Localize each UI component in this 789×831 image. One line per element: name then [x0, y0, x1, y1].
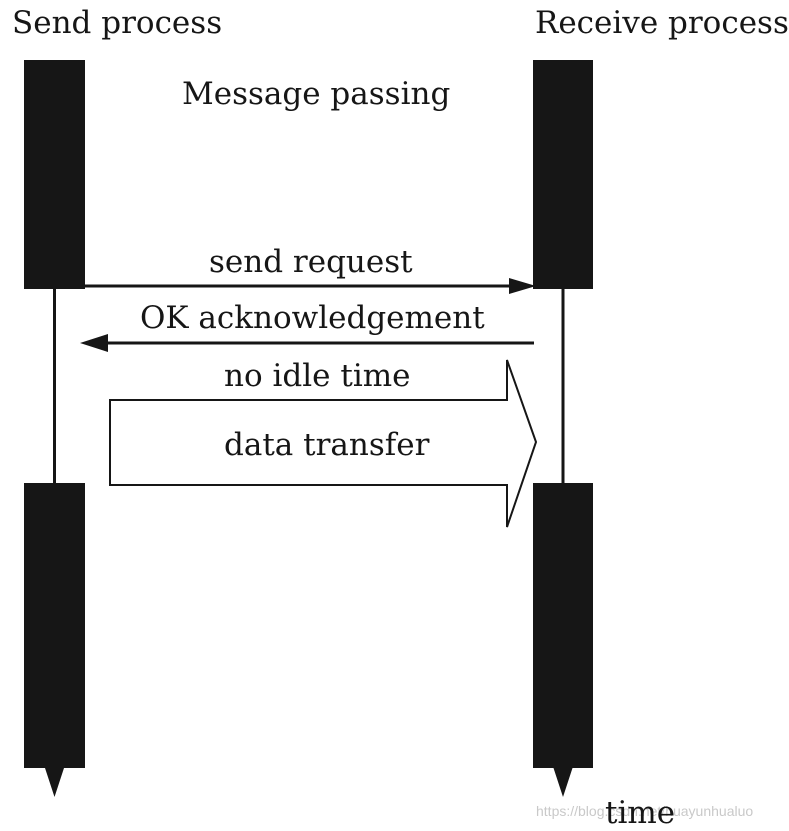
- send-timeline-arrowhead: [45, 768, 64, 797]
- send-busy-block-top: [24, 60, 85, 289]
- send-process-label: Send process: [12, 5, 222, 41]
- time-axis-label: time: [605, 795, 675, 831]
- no-idle-time-label: no idle time: [224, 358, 410, 394]
- receive-process-label: Receive process: [535, 5, 789, 41]
- send-busy-block-bottom: [24, 483, 85, 768]
- send-request-arrowhead: [509, 278, 536, 294]
- diagram-heading: Message passing: [182, 76, 450, 112]
- data-transfer-arrow: [109, 359, 538, 528]
- ack-arrowhead: [80, 334, 108, 352]
- receive-timeline-arrowhead: [553, 768, 573, 797]
- watermark: https://blog.csdn.net/huayunhualuo: [536, 803, 753, 819]
- receive-busy-block-bottom: [533, 483, 593, 768]
- data-transfer-label: data transfer: [224, 427, 430, 463]
- receive-busy-block-top: [533, 60, 593, 289]
- ack-label: OK acknowledgement: [140, 300, 485, 336]
- send-request-label: send request: [209, 244, 413, 280]
